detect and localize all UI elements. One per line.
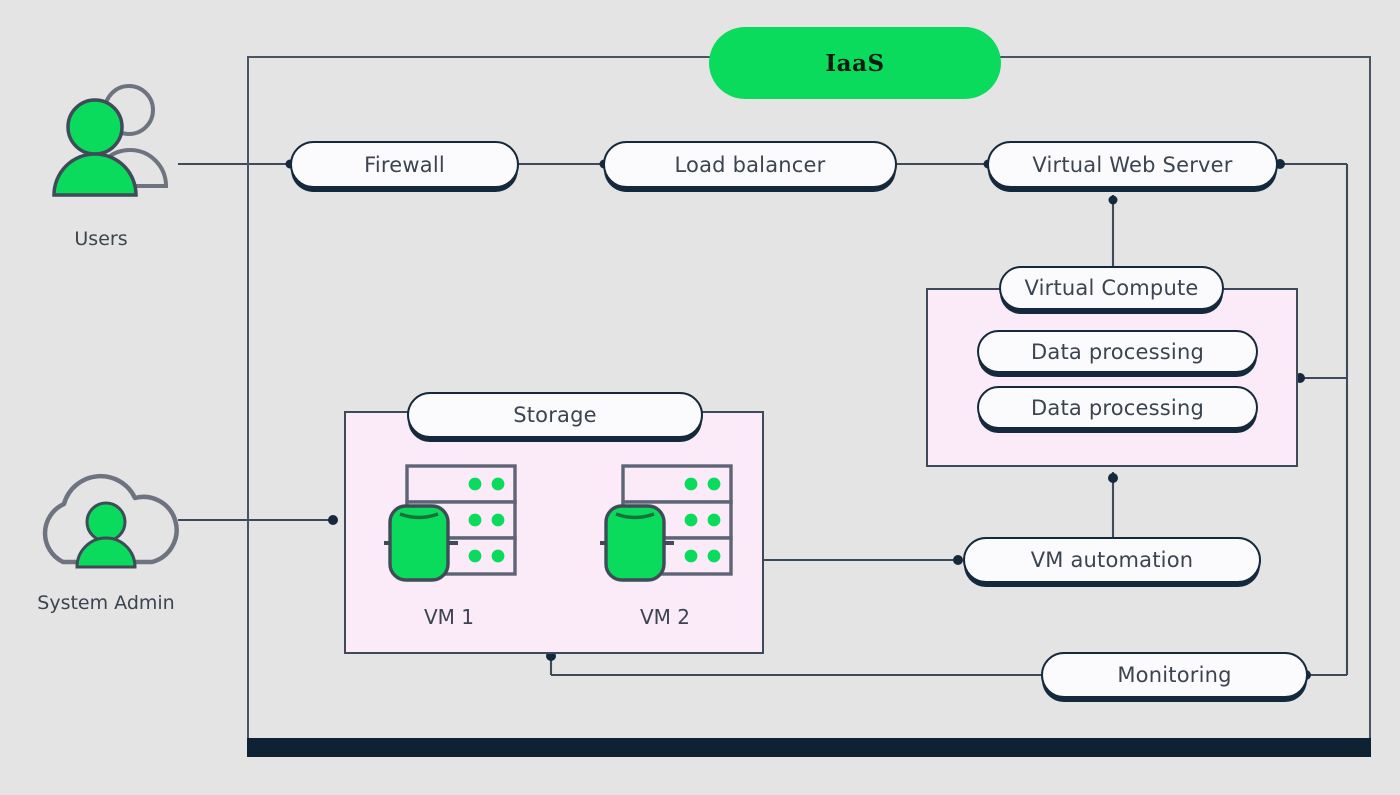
node-iaas[interactable]: IaaS [709,27,1001,99]
node-data-processing-2[interactable]: Data processing [977,386,1258,429]
vm-2-label: VM 2 [639,605,691,629]
users-label: Users [74,228,128,250]
users-icon [52,84,169,197]
system-admin-label: System Admin [37,592,175,614]
iaas-boundary-bottom-bar [247,738,1371,757]
vm-1-server-rack-icon [384,464,517,582]
node-load-balancer[interactable]: Load balancer [603,141,897,188]
node-virtual-compute[interactable]: Virtual Compute [999,266,1224,310]
vm-1-label: VM 1 [423,605,475,629]
node-virtual-web-server[interactable]: Virtual Web Server [987,141,1278,188]
vm-2-server-rack-icon [600,464,733,582]
node-vm-automation[interactable]: VM automation [963,537,1261,583]
node-firewall[interactable]: Firewall [290,141,519,188]
compute-group-box [926,288,1298,467]
node-monitoring[interactable]: Monitoring [1041,652,1308,698]
node-storage[interactable]: Storage [407,392,703,438]
node-data-processing-1[interactable]: Data processing [977,330,1258,373]
cloud-user-icon [42,473,179,569]
